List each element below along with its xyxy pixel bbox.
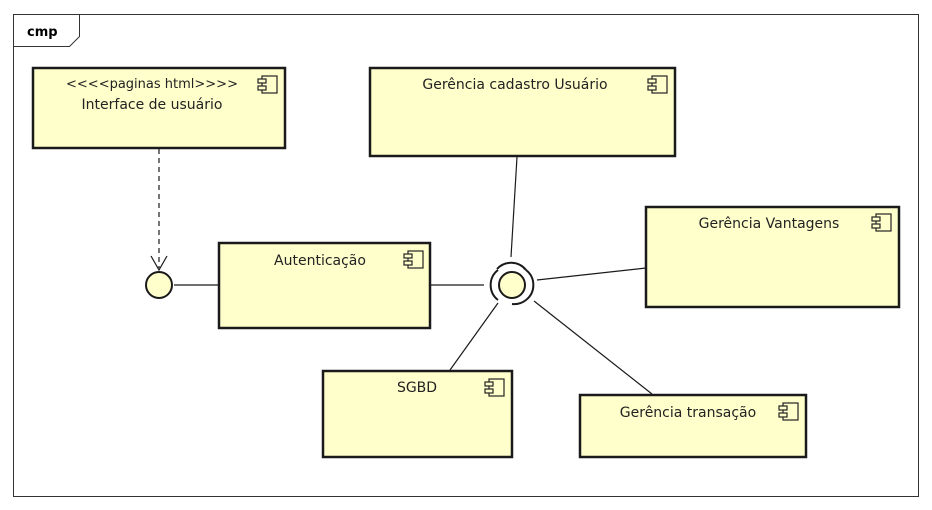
socket-left (489, 269, 499, 301)
connector-sgbd (449, 302, 499, 371)
component-name: Gerência transação (620, 405, 756, 421)
uml-component-icon (647, 75, 668, 94)
uml-component-icon (484, 378, 505, 397)
provided-interface-lollipop (145, 271, 173, 299)
uml-component-icon (778, 402, 799, 421)
assembly-ball (498, 271, 526, 299)
dependency-arrowhead (150, 255, 168, 272)
uml-component-icon (257, 75, 278, 94)
component-sgbd[interactable]: SGBD (321, 369, 514, 459)
connector-gerencia-cadastro (510, 156, 518, 258)
component-interface-usuario[interactable]: <<<<paginas html>>>> Interface de usuári… (31, 66, 287, 150)
connectors (150, 149, 653, 395)
assembly-connector (489, 261, 535, 306)
connector-gerencia-vantagens (536, 267, 647, 281)
component-name: Interface de usuário (82, 97, 223, 113)
component-gerencia-vantagens[interactable]: Gerência Vantagens (644, 205, 901, 309)
socket-top (496, 261, 527, 271)
component-name: Autenticação (274, 253, 366, 269)
component-gerencia-transacao[interactable]: Gerência transação (578, 393, 808, 459)
uml-component-icon (871, 213, 892, 232)
component-name: SGBD (397, 380, 437, 396)
component-name: Gerência cadastro Usuário (422, 77, 607, 93)
connector-gerencia-transacao (533, 300, 653, 395)
component-autenticacao[interactable]: Autenticação (217, 241, 432, 330)
component-name: Gerência Vantagens (699, 216, 840, 232)
component-stereotype: <<<<paginas html>>>> (66, 77, 238, 92)
component-gerencia-cadastro-usuario[interactable]: Gerência cadastro Usuário (368, 66, 677, 158)
uml-component-icon (403, 250, 424, 269)
frame-label: cmp (27, 25, 58, 40)
socket-bottom (511, 299, 527, 306)
socket-right (525, 269, 535, 301)
